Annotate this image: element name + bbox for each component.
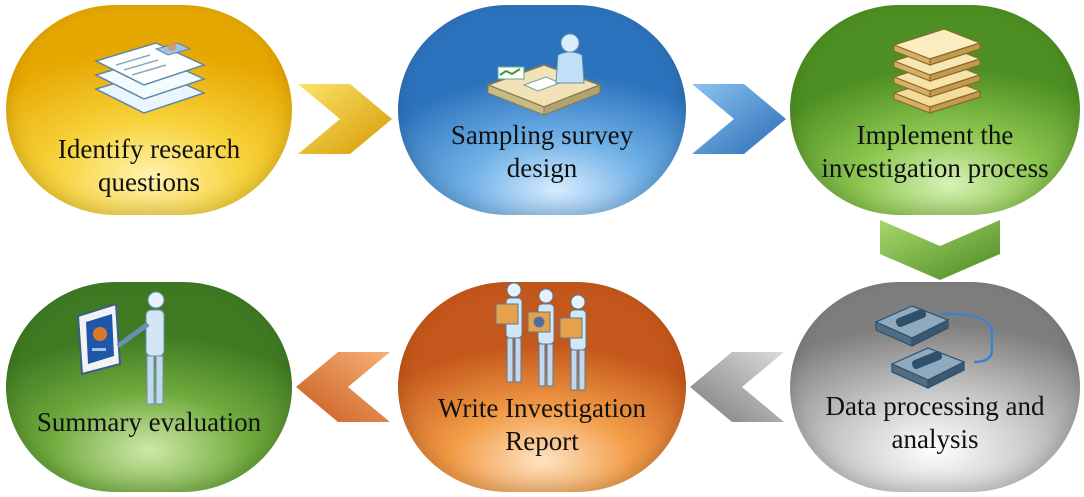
stage-summary-evaluation: Summary evaluation bbox=[6, 282, 292, 492]
stacked-folders-icon bbox=[892, 28, 982, 114]
stage-label-line: design bbox=[506, 153, 578, 183]
presenter-at-board-icon bbox=[76, 291, 165, 405]
stage-label-line: investigation process bbox=[821, 153, 1049, 183]
stage-label-line: questions bbox=[97, 167, 200, 197]
arrow-left-1 bbox=[690, 352, 784, 422]
arrow-right-2 bbox=[692, 84, 786, 154]
stage-label-line: Data processing and bbox=[825, 391, 1045, 421]
stage-label-line: Write Investigation bbox=[437, 393, 647, 423]
stage-label-line: Implement the bbox=[856, 120, 1014, 150]
phones-icon bbox=[874, 305, 994, 389]
stage-implement-investigation-process: Implement the investigation process bbox=[790, 5, 1080, 215]
arrow-down bbox=[880, 220, 1000, 280]
stage-label-line: Sampling survey bbox=[450, 120, 634, 150]
stage-data-processing-analysis: Data processing and analysis bbox=[790, 282, 1080, 492]
arrow-right-1 bbox=[298, 84, 392, 154]
arrow-left-2 bbox=[296, 352, 390, 422]
person-at-desk-icon bbox=[485, 33, 603, 116]
stage-label-line: analysis bbox=[891, 424, 979, 454]
people-carrying-boxes-icon bbox=[495, 282, 587, 391]
stage-label-line: Identify research bbox=[57, 134, 241, 164]
documents-with-photo-icon bbox=[93, 42, 207, 114]
stage-sampling-survey-design: Sampling survey design bbox=[398, 5, 686, 215]
stage-label-line: Summary evaluation bbox=[36, 407, 262, 437]
stage-write-investigation-report: Write Investigation Report bbox=[398, 282, 686, 492]
stage-label-line: Report bbox=[505, 426, 579, 456]
stage-identify-research-questions: Identify research questions bbox=[6, 5, 292, 215]
